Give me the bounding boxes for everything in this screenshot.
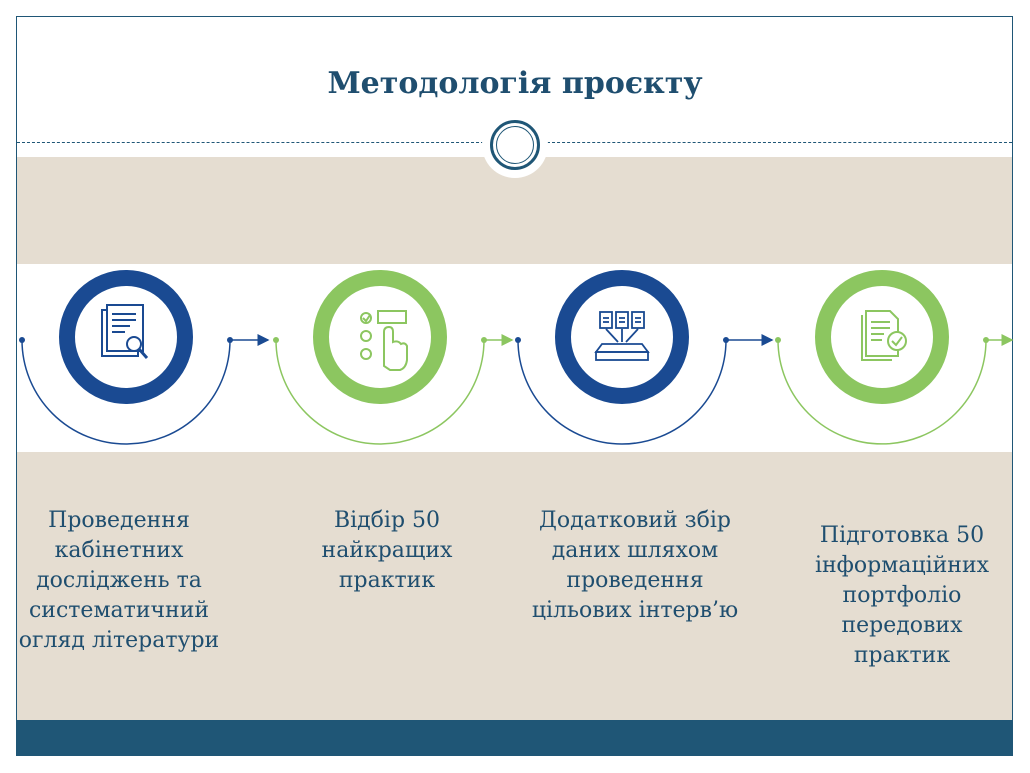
footer-bar: [17, 720, 1012, 756]
step-2-ring: [313, 270, 447, 404]
step-2-dot: [273, 337, 279, 343]
step-1: [19, 270, 270, 445]
step-3-dot: [515, 337, 521, 343]
step-4-dot: [775, 337, 781, 343]
document-check-icon: [861, 310, 907, 361]
title-divider-left: [17, 142, 484, 143]
page-title: Методологія проєкту: [327, 66, 703, 101]
step-2-label: Відбір 50 найкращих практик: [321, 508, 453, 593]
step-1-label: Проведення кабінетних досліджень та сист…: [18, 508, 220, 653]
step-4-arc: [777, 339, 987, 445]
checklist-pointer-icon: [360, 310, 408, 371]
step-4-label: Підготовка 50 інформаційних портфоліо пе…: [814, 523, 990, 668]
title-divider-right: [547, 142, 1012, 143]
title-badge-inner-ring: [496, 126, 534, 164]
step-1-arc: [21, 339, 231, 445]
step-4: [775, 270, 1014, 445]
data-collection-icon: [594, 311, 650, 361]
step-2-arc: [275, 339, 485, 445]
step-3: [515, 270, 774, 445]
step-1-dot: [19, 337, 25, 343]
document-search-icon: [101, 304, 149, 359]
beige-band-bottom: [17, 452, 1012, 720]
title-badge-ring: [490, 120, 540, 170]
step-3-arc: [517, 339, 727, 445]
step-2: [273, 270, 514, 445]
step-3-label: Додатковий збір даних шляхом проведення …: [531, 508, 739, 623]
